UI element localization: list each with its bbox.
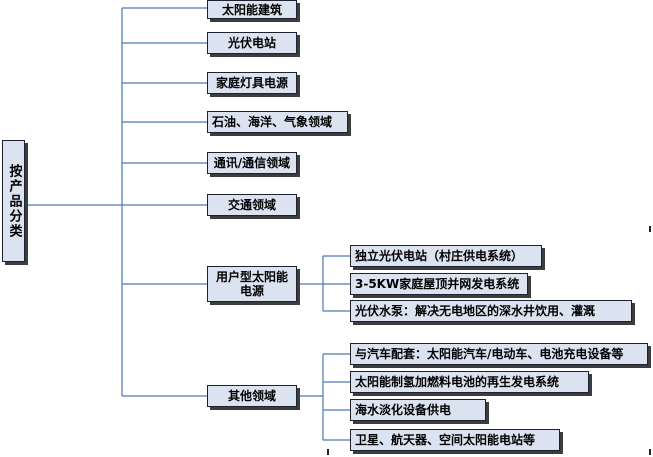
subitem-standalone-pv: 独立光伏电站（村庄供电系统） (350, 245, 542, 267)
subitem-desalination: 海水淡化设备供电 (350, 399, 486, 421)
subitem-satellite: 卫星、航天器、空间太阳能电站等 (350, 429, 560, 451)
subitem-hydrogen: 太阳能制氢加燃料电池的再生发电系统 (350, 371, 589, 393)
category-home-lighting: 家庭灯具电源 (207, 72, 297, 94)
category-transport: 交通领域 (207, 194, 297, 216)
root-node: 按产品分类 (2, 140, 25, 262)
category-pv-station: 光伏电站 (207, 32, 297, 54)
category-oil-ocean-weather: 石油、海洋、气象领域 (207, 111, 348, 133)
corner-mark (327, 449, 329, 455)
category-telecom: 通讯/通信领域 (207, 152, 297, 174)
subitem-pv-pump: 光伏水泵：解决无电地区的深水井饮用、灌溉 (350, 300, 632, 322)
category-other: 其他领域 (207, 385, 297, 407)
corner-mark (649, 226, 651, 232)
category-solar-building: 太阳能建筑 (207, 0, 297, 19)
category-user-solar-power: 用户型太阳能电源 (207, 266, 297, 302)
subitem-vehicle: 与汽车配套：太阳能汽车/电动车、电池充电设备等 (350, 343, 648, 365)
subitem-rooftop-grid: 3-5KW家庭屋顶并网发电系统 (350, 273, 528, 295)
corner-mark (649, 449, 651, 455)
